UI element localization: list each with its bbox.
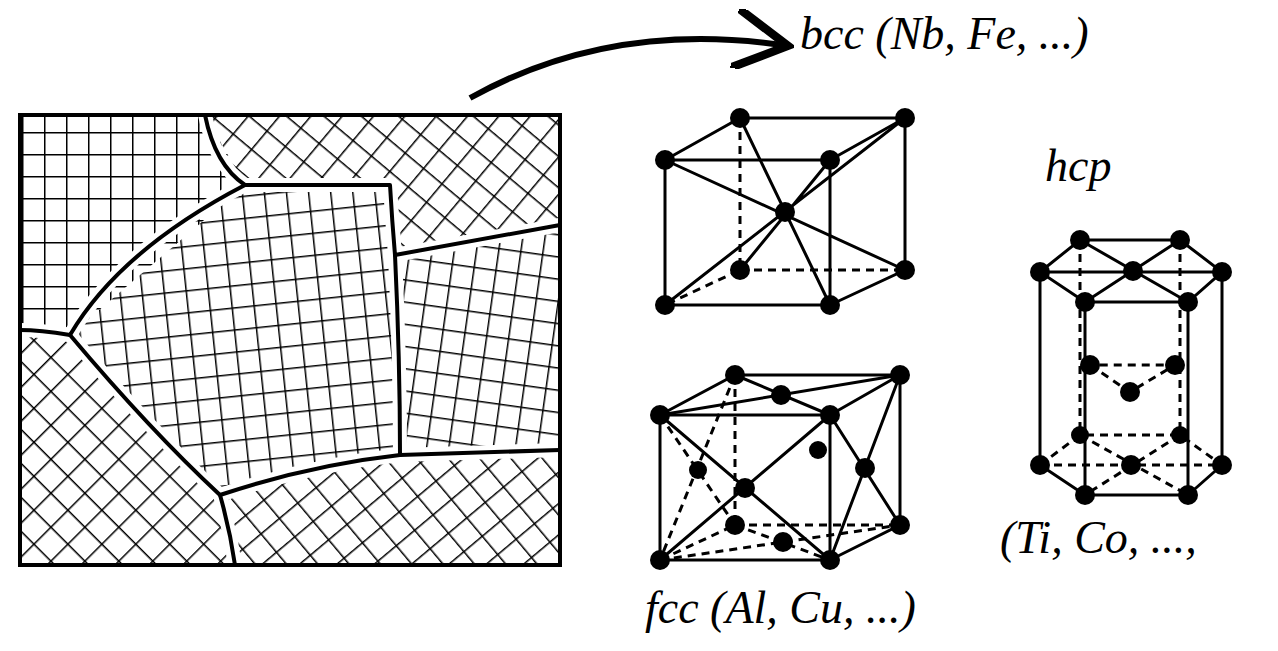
structure-label: hcp: [1045, 140, 1111, 193]
example-label: (Ti, Co, ...,: [1000, 512, 1197, 565]
grain-structure: [20, 115, 560, 565]
structure-label: bcc (Nb, Fe, ...): [800, 8, 1089, 61]
bcc-cell: [655, 108, 915, 315]
fcc-cell: [650, 365, 910, 570]
structure-label: fcc (Al, Cu, ...): [645, 582, 916, 635]
pointer-arrow: [470, 39, 782, 98]
hcp-cell: [1030, 230, 1232, 505]
